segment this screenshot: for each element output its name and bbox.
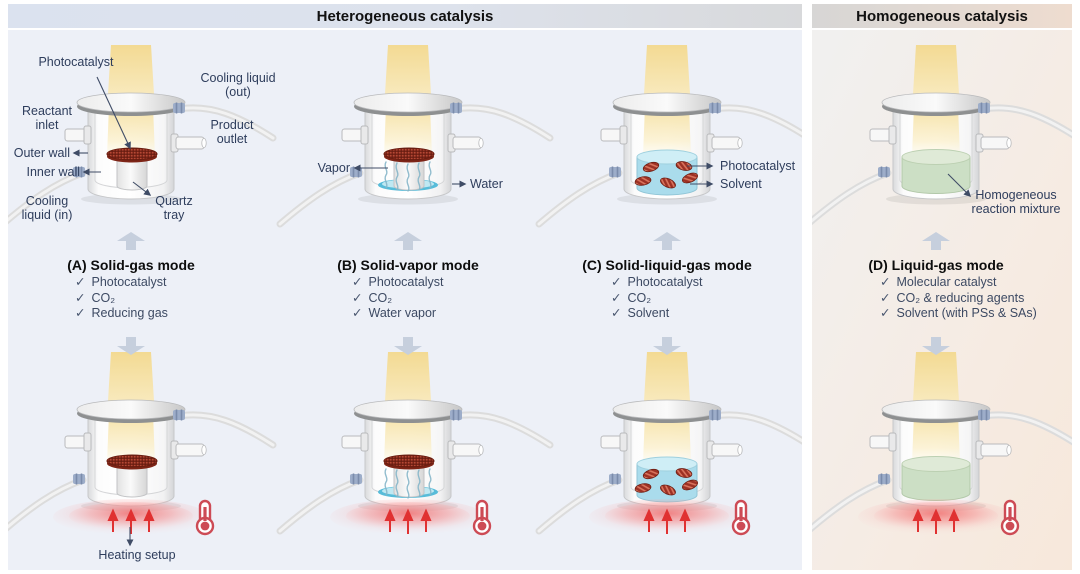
- solvent-with-catalyst: [633, 149, 700, 196]
- label-water: Water: [470, 177, 503, 191]
- reactor-b-bottom: [298, 349, 518, 537]
- reactor-vessel: [812, 352, 1072, 531]
- check-icon: ✓: [611, 275, 622, 289]
- checklist-item: ✓CO₂: [352, 290, 393, 305]
- header-homogeneous: Homogeneous catalysis: [812, 4, 1072, 28]
- mode-b-block: (B) Solid-vapor mode ✓Photocatalyst ✓CO₂…: [298, 232, 518, 355]
- check-icon: ✓: [352, 306, 363, 320]
- mode-d-block: (D) Liquid-gas mode ✓Molecular catalyst …: [826, 232, 1046, 355]
- homogeneous-liquid: [901, 456, 971, 501]
- check-icon: ✓: [352, 290, 363, 305]
- mode-a-block: (A) Solid-gas mode ✓Photocatalyst ✓CO₂ ✓…: [21, 232, 241, 355]
- reactor-d-bottom: [826, 349, 1046, 537]
- checklist-item: ✓Photocatalyst: [611, 275, 703, 289]
- reactor-vessel: [280, 352, 550, 531]
- flow-arrow-up-icon: [922, 232, 950, 250]
- checklist-item: ✓Solvent (with PSs & SAs): [880, 306, 1037, 320]
- flow-arrow-down-icon: [117, 336, 145, 355]
- heating-glow-and-thermometer-icon: [51, 497, 215, 537]
- reactor-vessel: [8, 352, 273, 531]
- check-icon: ✓: [75, 290, 86, 305]
- flow-arrow-down-icon: [653, 336, 681, 355]
- label-cooling-liquid-in: Cooling liquid (in): [21, 194, 73, 223]
- label-photocatalyst-c: Photocatalyst: [720, 159, 796, 173]
- catalyst-tray: [106, 147, 158, 191]
- flow-arrow-down-icon: [394, 336, 422, 355]
- check-icon: ✓: [352, 275, 363, 289]
- checklist-item: ✓CO₂: [611, 290, 652, 305]
- header-heterogeneous: Heterogeneous catalysis: [8, 4, 802, 28]
- flow-arrow-up-icon: [117, 232, 145, 250]
- mode-b-title: (B) Solid-vapor mode: [337, 257, 479, 273]
- reactor-c-bottom: [557, 349, 777, 537]
- label-photocatalyst-a: Photocatalyst: [38, 55, 114, 69]
- checklist-item: ✓Solvent: [611, 306, 670, 320]
- checklist-item: ✓Photocatalyst: [75, 275, 167, 289]
- reactor-vessel: [539, 352, 802, 531]
- checklist-item: ✓Water vapor: [352, 306, 437, 320]
- homogeneous-liquid: [901, 149, 971, 194]
- reactor-a-bottom: [21, 349, 241, 537]
- mode-c-block: (C) Solid-liquid-gas mode ✓Photocatalyst…: [557, 232, 777, 355]
- reactor-vessel: [280, 45, 550, 224]
- label-inner-wall: Inner wall: [26, 165, 81, 179]
- vapor-lines: [384, 161, 432, 192]
- mode-a-title: (A) Solid-gas mode: [67, 257, 195, 273]
- reactor-b-top: [298, 42, 518, 247]
- reactor-c-top: [557, 42, 777, 247]
- flow-arrow-up-icon: [394, 232, 422, 250]
- heating-glow-and-thermometer-icon: [328, 497, 492, 537]
- mode-c-title: (C) Solid-liquid-gas mode: [582, 257, 752, 273]
- mode-d-title: (D) Liquid-gas mode: [868, 257, 1004, 273]
- label-outer-wall: Outer wall: [13, 146, 70, 160]
- label-vapor: Vapor: [317, 161, 350, 175]
- label-homogeneous-mixture: Homogeneous reaction mixture: [971, 188, 1061, 217]
- reactor-vessel: [539, 45, 802, 224]
- check-icon: ✓: [880, 275, 891, 289]
- check-icon: ✓: [75, 306, 86, 320]
- check-icon: ✓: [611, 306, 622, 320]
- heating-glow-and-thermometer-icon: [856, 497, 1020, 537]
- label-heating-setup: Heating setup: [98, 548, 176, 562]
- checklist-item: ✓CO₂ & reducing agents: [880, 290, 1025, 305]
- flow-arrow-down-icon: [922, 336, 950, 355]
- checklist-item: ✓Molecular catalyst: [880, 275, 997, 289]
- water-pool: [378, 486, 438, 498]
- check-icon: ✓: [880, 290, 891, 305]
- checklist-item: ✓Photocatalyst: [352, 275, 444, 289]
- checklist-item: ✓CO₂: [75, 290, 116, 305]
- heating-glow-and-thermometer-icon: [587, 497, 751, 537]
- checklist-item: ✓Reducing gas: [75, 306, 168, 320]
- catalyst-tray: [106, 454, 158, 498]
- catalyst-tray: [383, 454, 435, 498]
- flow-arrow-up-icon: [653, 232, 681, 250]
- water-pool: [378, 179, 438, 191]
- label-cooling-liquid-out: Cooling liquid (out): [200, 71, 276, 100]
- label-quartz-tray: Quartz tray: [155, 194, 193, 223]
- heterogeneous-panel: [8, 30, 802, 570]
- catalyst-tray: [383, 147, 435, 191]
- check-icon: ✓: [611, 290, 622, 305]
- vapor-lines: [384, 468, 432, 499]
- homogeneous-panel: [812, 30, 1072, 570]
- check-icon: ✓: [880, 306, 891, 320]
- label-product-outlet: Product outlet: [210, 118, 254, 147]
- label-solvent-c: Solvent: [720, 177, 762, 191]
- solvent-with-catalyst: [633, 456, 700, 503]
- check-icon: ✓: [75, 275, 86, 289]
- label-reactant-inlet: Reactant inlet: [21, 104, 73, 133]
